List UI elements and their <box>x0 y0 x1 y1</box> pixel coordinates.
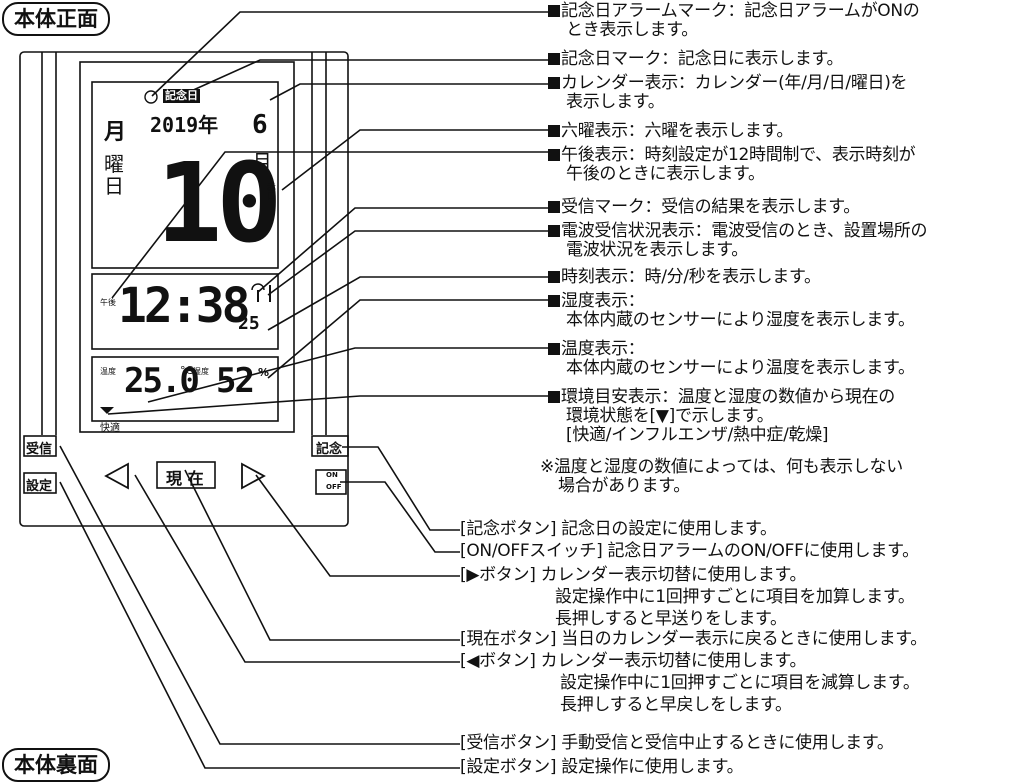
temperature-display: 25.0 <box>124 361 200 401</box>
time-display: 12:38 <box>118 278 250 334</box>
month-unit: 月 <box>252 150 272 174</box>
desc-time: 時刻表示：時/分/秒を表示します。 <box>548 268 821 287</box>
seconds-display: 25 <box>238 313 260 334</box>
desc-radio-status: 電波受信状況表示：電波受信のとき、設置場所の電波状況を表示します。 <box>548 222 928 260</box>
desc-temperature: 温度表示：本体内蔵のセンサーにより温度を表示します。 <box>548 340 915 378</box>
label-next-button-3: 長押しすると早送りをします。 <box>555 609 787 629</box>
year-display: 2019年 <box>150 113 219 137</box>
on-label[interactable]: ON <box>326 471 338 479</box>
device-outline <box>19 51 349 527</box>
radio-mark <box>251 283 265 291</box>
month-number: 6 <box>252 110 268 140</box>
setting-button[interactable]: 設定 <box>26 479 53 494</box>
weekday-kanji: 月 <box>104 120 127 145</box>
desc-calendar: カレンダー表示：カレンダー(年/月/日/曜日)を表示します。 <box>548 74 908 112</box>
label-present-button: [現在ボタン] 当日のカレンダー表示に戻るときに使用します。 <box>460 629 927 649</box>
label-kinen-button: [記念ボタン] 記念日の設定に使用します。 <box>460 519 777 539</box>
off-label[interactable]: OFF <box>326 483 342 491</box>
desc-receive-mark: 受信マーク：受信の結果を表示します。 <box>548 198 860 217</box>
env-panel <box>91 356 279 422</box>
desc-humidity: 湿度表示：本体内蔵のセンサーにより湿度を表示します。 <box>548 292 915 330</box>
comfort-marker <box>100 407 114 414</box>
desc-rokuyo: 六曜表示：六曜を表示します。 <box>548 122 793 141</box>
kinen-button[interactable]: 記念 <box>316 442 343 457</box>
desc-environment: 環境目安表示：温度と湿度の数値から現在の環境状態を[▼]で示します。[快適/イン… <box>548 388 895 445</box>
label-setting-button: [設定ボタン] 設定操作に使用します。 <box>460 757 744 777</box>
label-prev-button: [◀ボタン] カレンダー表示切替に使用します。 <box>460 651 807 671</box>
note: ※温度と湿度の数値によっては、何も表示しない場合があります。 <box>540 457 903 496</box>
label-next-button: [▶ボタン] カレンダー表示切替に使用します。 <box>460 565 807 585</box>
weekday-label-nichi: 日 <box>104 174 124 198</box>
label-prev-button-2: 設定操作中に1回押すごとに項目を減算します。 <box>560 673 920 693</box>
back-title: 本体裏面 <box>2 748 110 782</box>
anniversary-mark: 記念日 <box>163 89 200 103</box>
rokuyo-display: 赤口 <box>265 182 275 200</box>
calendar-panel <box>91 81 279 269</box>
receive-button[interactable]: 受信 <box>26 442 53 457</box>
desc-alarm-mark: 記念日アラームマーク：記念日アラームがONのとき表示します。 <box>548 2 920 40</box>
temp-unit: °C <box>180 364 194 377</box>
humidity-display: 52 <box>216 361 255 401</box>
temp-label: 温度 <box>100 367 116 376</box>
weekday-label-yobi: 曜 <box>104 152 124 176</box>
desc-anniversary-mark: 記念日マーク：記念日に表示します。 <box>548 50 844 69</box>
pm-indicator: 午後 <box>100 298 116 307</box>
front-title: 本体正面 <box>2 2 110 36</box>
label-next-button-2: 設定操作中に1回押すごとに項目を加算します。 <box>555 587 915 607</box>
hum-unit: % <box>258 366 270 379</box>
alarm-mark <box>144 90 158 104</box>
comfort-label: 快適 <box>100 423 120 434</box>
day-display: 10 <box>156 139 282 267</box>
label-prev-button-3: 長押しすると早戻しをします。 <box>560 695 792 715</box>
label-receive-button: [受信ボタン] 手動受信と受信中止するときに使用します。 <box>460 733 894 753</box>
desc-pm: 午後表示：時刻設定が12時間制で、表示時刻が午後のときに表示します。 <box>548 146 916 184</box>
present-button[interactable]: 現 在 <box>166 469 204 488</box>
time-panel <box>91 273 279 350</box>
label-onoff-switch: [ON/OFFスイッチ] 記念日アラームのON/OFFに使用します。 <box>460 541 919 561</box>
hum-label: 湿度 <box>193 367 209 376</box>
